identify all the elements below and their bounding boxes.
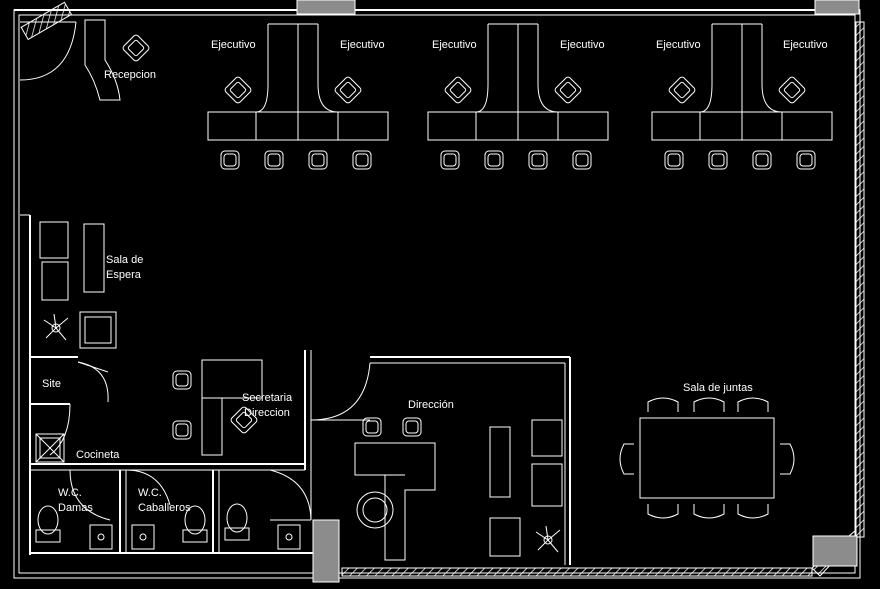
kitchenette-fixture: [35, 433, 65, 463]
label-wc-caballeros-line2: Caballeros: [138, 502, 191, 514]
room-labels: Recepcion Ejecutivo Ejecutivo Ejecutivo …: [42, 39, 828, 514]
secretary-desk: [172, 359, 263, 456]
label-secretaria-line1: Secretaria: [242, 392, 293, 404]
reception-desk: [84, 19, 151, 101]
restroom-fixtures: [35, 503, 301, 550]
label-direccion: Dirección: [408, 399, 454, 411]
structural-columns: [296, 0, 860, 583]
label-sala-espera-line1: Sala de: [106, 254, 143, 266]
label-ejecutivo: Ejecutivo: [783, 39, 828, 51]
label-ejecutivo: Ejecutivo: [656, 39, 701, 51]
doors: [49, 361, 371, 521]
interior-walls: [20, 214, 571, 565]
label-sala-juntas: Sala de juntas: [683, 382, 753, 394]
entry-door: [19, 21, 77, 81]
label-sala-espera-line2: Espera: [106, 269, 142, 281]
label-cocineta: Cocineta: [76, 449, 120, 461]
label-ejecutivo: Ejecutivo: [432, 39, 477, 51]
label-site: Site: [42, 378, 61, 390]
director-office-furniture: [354, 417, 563, 561]
label-ejecutivo: Ejecutivo: [211, 39, 256, 51]
executive-workstations: [207, 23, 833, 170]
label-secretaria-line2: Direccion: [244, 407, 290, 419]
label-wc-damas-line1: W.C.: [58, 487, 82, 499]
label-ejecutivo: Ejecutivo: [340, 39, 385, 51]
label-recepcion: Recepcion: [104, 69, 156, 81]
label-wc-damas-line2: Damas: [58, 502, 93, 514]
waiting-room-furniture: [39, 221, 117, 349]
label-ejecutivo: Ejecutivo: [560, 39, 605, 51]
conference-table: [619, 397, 795, 519]
label-wc-caballeros-line1: W.C.: [138, 487, 162, 499]
